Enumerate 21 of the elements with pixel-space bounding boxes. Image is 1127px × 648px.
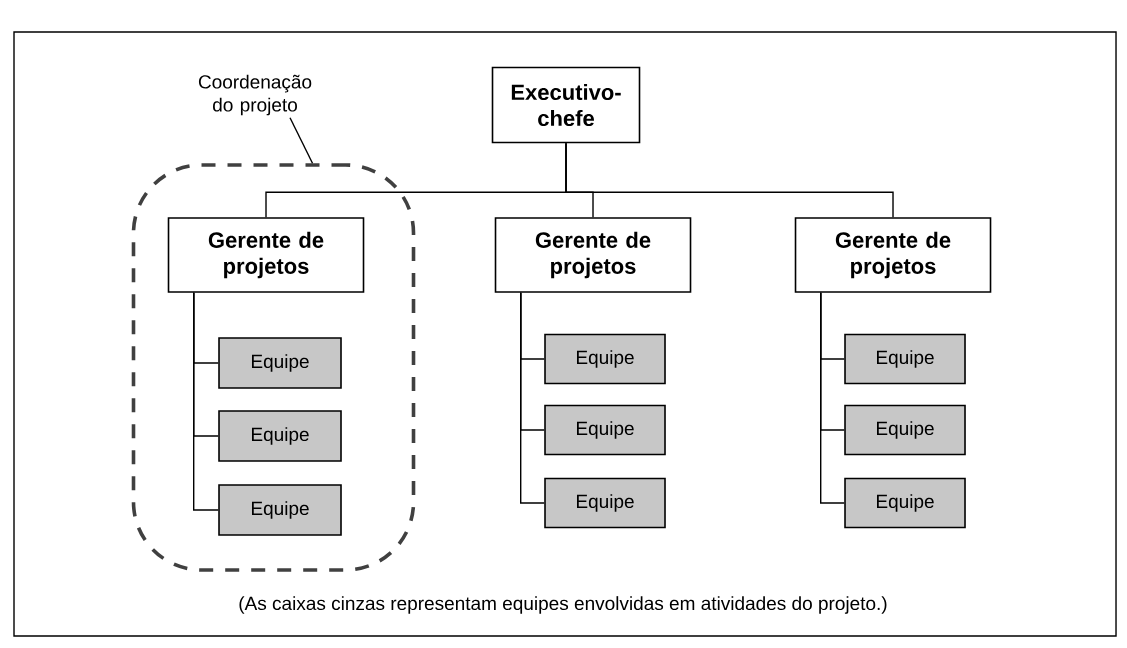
connector-line (565, 142, 894, 218)
team-box: Equipe (544, 404, 666, 456)
leader-line (289, 117, 314, 164)
team-box: Equipe (844, 477, 966, 529)
team-box: Equipe (544, 477, 666, 529)
manager-box: Gerente de projetos (794, 217, 992, 293)
team-box: Equipe (844, 333, 966, 385)
team-box: Equipe (218, 410, 342, 462)
team-box: Equipe (544, 333, 666, 385)
team-box: Equipe (844, 404, 966, 456)
callout-text: Coordenação do projeto (198, 74, 312, 116)
manager-box: Gerente de projetos (494, 217, 692, 293)
team-box: Equipe (218, 337, 342, 389)
connector-line (520, 292, 545, 504)
team-box: Equipe (218, 484, 342, 536)
connector-line (820, 292, 845, 504)
dashed-boundary (131, 163, 416, 572)
executive-box: Executivo-chefe (491, 66, 641, 144)
connector-line (193, 292, 219, 511)
manager-box: Gerente de projetos (167, 217, 365, 293)
caption: (As caixas cinzas representam equipes envolvidas em atividades do projeto.) (239, 596, 887, 614)
